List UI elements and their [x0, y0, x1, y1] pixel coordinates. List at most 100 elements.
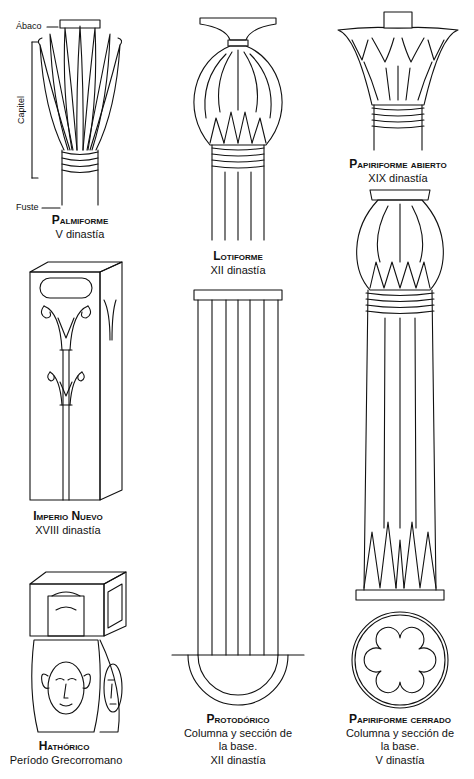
column-drawing-part: [40, 278, 92, 298]
period-label: XII dinastía: [210, 264, 265, 277]
column-name: Imperio Nuevo: [33, 510, 103, 523]
column-drawing-part: [97, 150, 98, 205]
column-drawing-part: [372, 38, 394, 62]
column-drawing-part: [249, 300, 250, 655]
column-drawing-part: [32, 177, 38, 178]
column-drawing-part: [30, 572, 126, 584]
column-drawing-part: [77, 26, 83, 150]
column-drawing-part: [364, 522, 396, 588]
column-drawing-part: [356, 590, 444, 600]
note-label: Columna y sección de la base.: [183, 727, 293, 753]
period-label: XIX dinastía: [368, 172, 427, 185]
column-drawing-part: [366, 293, 434, 296]
column-drawing-part: [38, 38, 42, 45]
column-drawing-part: [197, 300, 198, 655]
period-label: XVIII dinastía: [35, 524, 100, 537]
column-drawing-part: [372, 126, 424, 128]
column-drawing-part: [238, 112, 252, 143]
column-drawing-part: [48, 662, 84, 714]
column-drawing-part: [41, 306, 50, 318]
column-drawing-part: [250, 54, 271, 118]
column-drawing-part: [263, 300, 264, 655]
column-drawing-part: [108, 584, 122, 628]
column-name: Papiriforme cerrado: [349, 713, 451, 726]
column-drawing-part: [42, 674, 49, 688]
column-drawing-part: [212, 154, 264, 156]
column-drawing-part: [384, 318, 385, 528]
column-drawing-part: [48, 372, 54, 381]
column-drawing-part: [402, 38, 424, 62]
column-drawing-part: [194, 290, 282, 300]
new-kingdom-pillar: [30, 262, 122, 500]
column-drawing-part: [352, 40, 368, 60]
column-drawing-part: [50, 372, 62, 405]
part-label: Capitel: [16, 96, 27, 124]
column-drawing-part: [372, 114, 424, 116]
period-label: V dinastía: [56, 228, 105, 241]
column-drawing-part: [60, 382, 72, 396]
column-drawing-part: [377, 204, 422, 262]
column-drawing-part: [366, 299, 434, 302]
column-drawing-part: [421, 105, 422, 150]
column-drawing-part: [384, 12, 412, 28]
lotiform-column: [194, 18, 282, 240]
column-drawing-part: [78, 372, 84, 381]
column-drawing-part: [225, 300, 226, 655]
column-drawing-part: [62, 170, 98, 173]
column-drawing-part: [198, 655, 278, 695]
column-drawing-part: [48, 596, 84, 636]
column-drawing-part: [172, 654, 304, 655]
column-drawing-part: [62, 152, 98, 155]
column-drawing-part: [372, 108, 424, 110]
column-drawing-part: [415, 318, 416, 528]
column-drawing-part: [87, 34, 110, 150]
part-label: Ábaco: [16, 21, 42, 32]
column-drawing-part: [396, 540, 404, 588]
column-drawing-part: [372, 120, 424, 122]
column-drawing-part: [277, 300, 278, 655]
column-drawing-part: [364, 290, 368, 590]
column-drawing-part: [212, 166, 264, 168]
period-label: Período Grecorromano: [10, 754, 123, 767]
column-drawing-part: [82, 306, 91, 318]
column-drawing-part: [219, 52, 233, 112]
column-drawing-part: [30, 262, 122, 272]
column-drawing-part: [52, 592, 80, 596]
column-drawing-part: [205, 54, 226, 118]
column-drawing-part: [212, 160, 264, 162]
column-drawing-part: [90, 45, 120, 150]
column-drawing-part: [211, 300, 212, 655]
column-drawing-part: [32, 41, 38, 42]
period-label: V dinastía: [376, 754, 425, 767]
part-label: Fuste: [16, 202, 39, 213]
hathoric-column: [30, 572, 126, 732]
column-drawing-part: [104, 664, 122, 712]
column-drawing-part: [47, 26, 58, 27]
column-drawing-part: [108, 680, 116, 704]
column-drawing-part: [62, 158, 98, 161]
column-drawing-part: [212, 148, 264, 150]
column-drawing-part: [64, 28, 77, 150]
column-drawing-part: [60, 704, 72, 706]
column-drawing-part: [100, 262, 122, 500]
column-drawing-part: [355, 615, 445, 705]
column-drawing-part: [432, 290, 436, 590]
column-drawing-part: [210, 118, 224, 143]
column-drawing-part: [194, 46, 282, 145]
column-drawing-part: [30, 272, 100, 500]
column-drawing-part: [228, 40, 248, 46]
palmiform-column: [32, 20, 122, 208]
column-drawing-part: [70, 372, 82, 405]
period-label: XII dinastía: [210, 754, 265, 767]
column-drawing-part: [250, 172, 251, 240]
column-drawing-part: [404, 522, 436, 588]
column-name: Papiriforme abierto: [349, 158, 446, 171]
column-drawing-part: [364, 62, 378, 100]
column-drawing-part: [104, 572, 126, 636]
column-drawing-part: [188, 655, 288, 705]
column-drawing-part: [83, 28, 96, 150]
column-drawing-part: [32, 640, 101, 732]
